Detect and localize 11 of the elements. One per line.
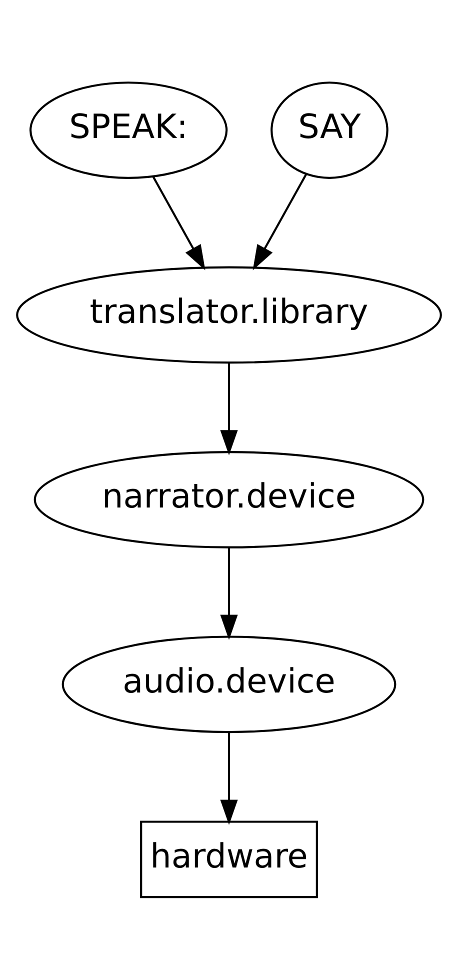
node-box: hardware	[140, 820, 318, 898]
node-ellipse: SPEAK:	[28, 82, 228, 179]
node-ellipse: translator.library	[16, 266, 442, 364]
arrow	[220, 547, 238, 640]
arrow	[152, 176, 205, 270]
arrow	[220, 732, 238, 825]
node-ellipse: narrator.device	[33, 451, 424, 548]
arrow	[252, 174, 307, 270]
node-ellipse: SAY	[270, 82, 388, 179]
node-ellipse: audio.device	[61, 636, 396, 734]
arrow	[220, 362, 238, 456]
